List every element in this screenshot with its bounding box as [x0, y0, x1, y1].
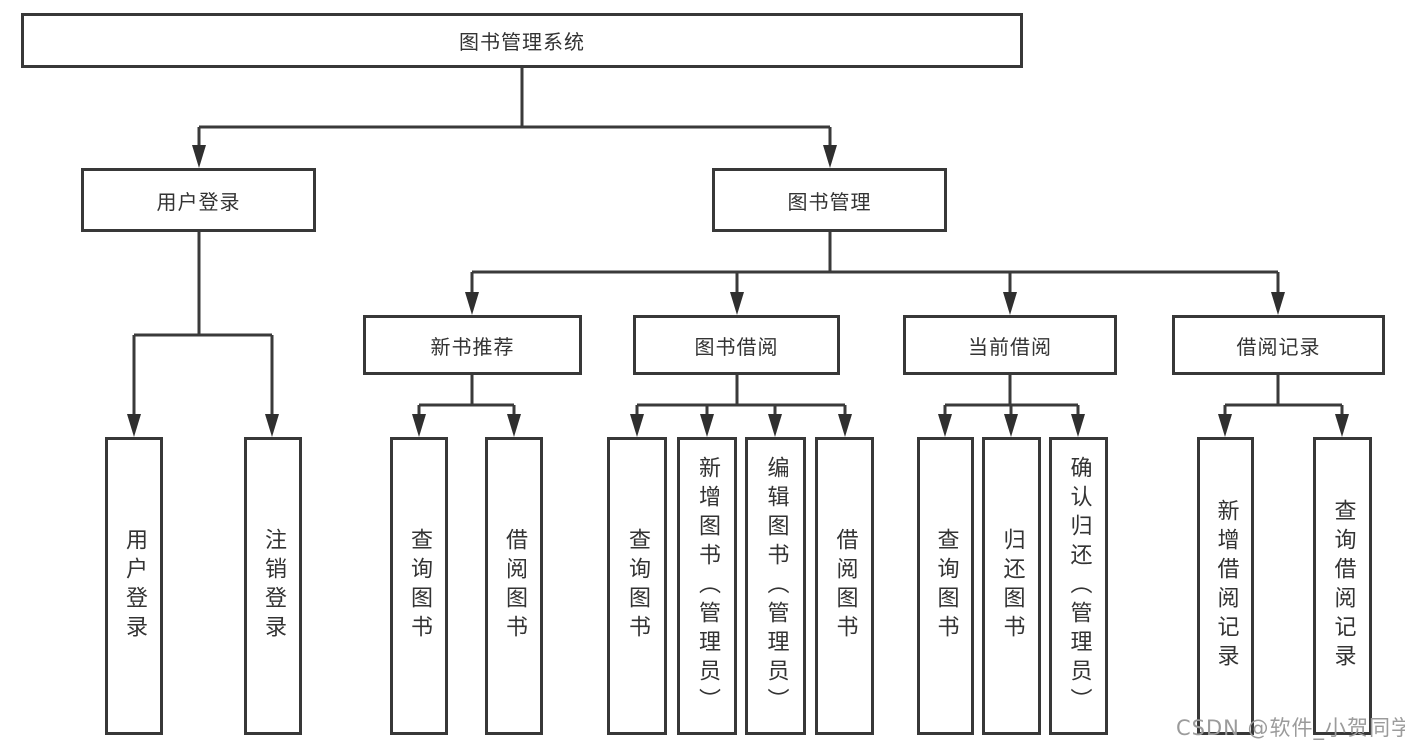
leaf-borrow-edit-books-admin: 编辑图书（管理员）: [745, 437, 806, 735]
leaf-current-return-books-label: 归还图书: [999, 528, 1025, 644]
leaf-current-return-books: 归还图书: [982, 437, 1041, 735]
leaf-records-query-record: 查询借阅记录: [1313, 437, 1372, 735]
node-system-root-label: 图书管理系统: [459, 30, 585, 54]
connector-borrow-records: [1218, 375, 1349, 437]
node-new-book-recommend: 新书推荐: [363, 315, 582, 375]
leaf-logout: 注销登录: [244, 437, 302, 735]
node-book-management-label: 图书管理: [787, 189, 872, 214]
leaf-borrow-borrow-books-label: 借阅图书: [832, 528, 858, 644]
connector-root: [192, 68, 837, 168]
node-new-book-recommend-label: 新书推荐: [430, 334, 515, 359]
node-book-management: 图书管理: [712, 168, 947, 232]
connector-new-book-recommend: [412, 375, 521, 437]
leaf-recommend-query-books: 查询图书: [390, 437, 448, 735]
leaf-logout-label: 注销登录: [261, 528, 286, 644]
leaf-recommend-query-books-label: 查询图书: [407, 528, 432, 644]
leaf-current-confirm-return-admin-label: 确认归还（管理员）: [1066, 455, 1092, 717]
csdn-watermark: CSDN @软件_小贺同学: [1176, 716, 1405, 740]
leaf-current-confirm-return-admin: 确认归还（管理员）: [1049, 437, 1108, 735]
leaf-borrow-query-books-label: 查询图书: [625, 528, 650, 644]
node-borrow-records-label: 借阅记录: [1236, 334, 1321, 359]
node-current-borrow-label: 当前借阅: [968, 334, 1052, 359]
connector-book-management: [465, 232, 1285, 315]
node-user-login: 用户登录: [81, 168, 316, 232]
leaf-user-login-label: 用户登录: [122, 528, 147, 644]
leaf-records-add-record: 新增借阅记录: [1197, 437, 1254, 735]
leaf-current-query-books-label: 查询图书: [933, 528, 959, 644]
node-book-borrow-label: 图书借阅: [694, 334, 779, 359]
node-borrow-records: 借阅记录: [1172, 315, 1385, 375]
node-system-root: 图书管理系统: [21, 13, 1023, 68]
leaf-recommend-borrow-books-label: 借阅图书: [502, 528, 527, 644]
connector-book-borrow: [630, 375, 852, 437]
leaf-records-query-record-label: 查询借阅记录: [1330, 499, 1356, 673]
connector-user-login: [127, 232, 279, 437]
leaf-borrow-borrow-books: 借阅图书: [815, 437, 874, 735]
node-book-borrow: 图书借阅: [633, 315, 840, 375]
connector-current-borrow: [938, 375, 1085, 437]
leaf-recommend-borrow-books: 借阅图书: [485, 437, 543, 735]
leaf-borrow-query-books: 查询图书: [607, 437, 667, 735]
leaf-borrow-edit-books-admin-label: 编辑图书（管理员）: [763, 455, 789, 717]
node-current-borrow: 当前借阅: [903, 315, 1117, 375]
node-user-login-label: 用户登录: [156, 189, 241, 214]
leaf-user-login: 用户登录: [105, 437, 163, 735]
leaf-borrow-add-books-admin: 新增图书（管理员）: [677, 437, 737, 735]
leaf-current-query-books: 查询图书: [917, 437, 974, 735]
leaf-records-add-record-label: 新增借阅记录: [1213, 499, 1239, 673]
leaf-borrow-add-books-admin-label: 新增图书（管理员）: [695, 455, 720, 717]
